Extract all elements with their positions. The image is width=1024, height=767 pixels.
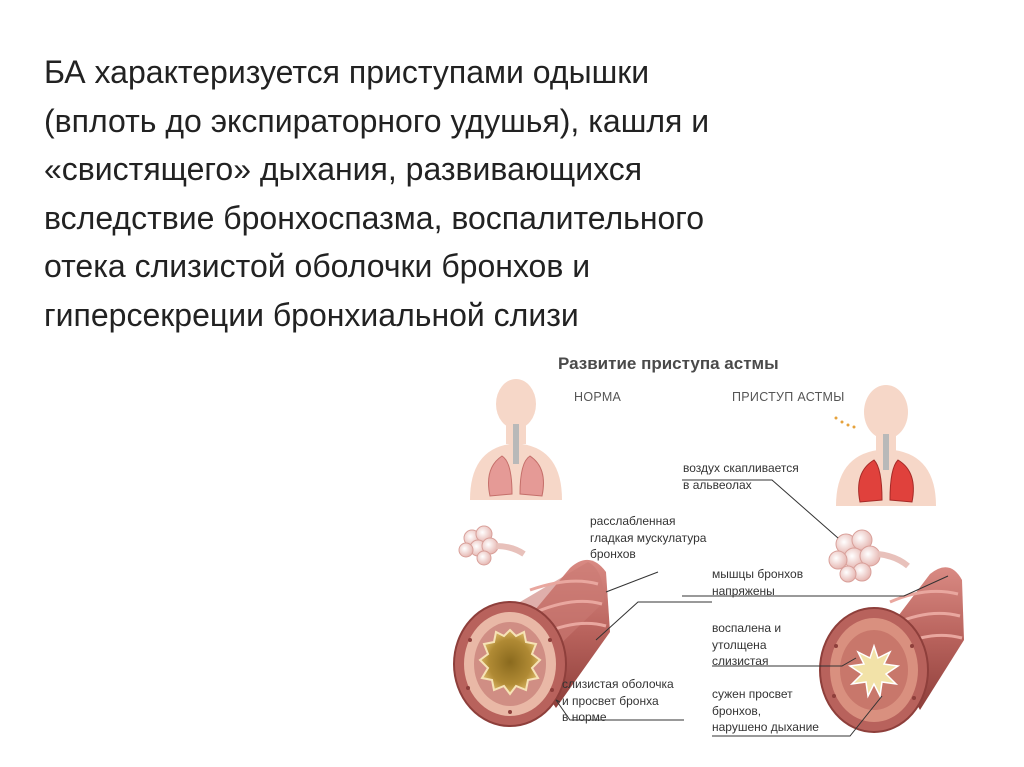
- relaxed-muscle-label: расслабленная гладкая мускулатура бронхо…: [590, 514, 707, 561]
- muscles-tense-label: мышцы бронхов напряжены: [712, 567, 804, 598]
- attack-label: ПРИСТУП АСТМЫ: [732, 390, 845, 404]
- paragraph-line: гиперсекреции бронхиальной слизи: [44, 296, 579, 333]
- illustration-title: Развитие приступа астмы: [558, 354, 779, 373]
- paragraph-line: (вплоть до экспираторного удушья), кашля…: [44, 102, 710, 139]
- asthma-attack-illustration: Развитие приступа астмы НОРМА ПРИСТУП АС…: [450, 340, 1010, 760]
- paragraph-line: отека слизистой оболочки бронхов и: [44, 248, 591, 284]
- paragraph-line: БА характеризуется приступами одышки: [44, 54, 650, 90]
- air-trapped-label: воздух скапливается в альвеолах: [683, 461, 799, 492]
- leader-lines: [555, 479, 949, 737]
- anatomy-drawing: [453, 379, 964, 737]
- normal-person-figure: [470, 379, 562, 500]
- normal-bronchus: [453, 559, 610, 727]
- normal-mucosa-label: слизистая оболочка и просвет бронха в но…: [562, 677, 674, 724]
- attack-alveoli: [828, 529, 910, 583]
- paragraph-line: вследствие бронхоспазма, воспалительного: [44, 199, 705, 236]
- normal-label: НОРМА: [574, 390, 622, 404]
- description-paragraph: БА характеризуется приступами одышки (вп…: [44, 48, 944, 339]
- normal-alveoli: [458, 525, 526, 566]
- paragraph-line: «свистящего» дыхания, развивающихся: [44, 151, 643, 187]
- attack-bronchus: [819, 567, 964, 733]
- narrowed-lumen-label: сужен просвет бронхов, нарушено дыхание: [712, 687, 819, 734]
- attack-person-figure: [834, 385, 936, 506]
- inflamed-mucosa-label: воспалена и утолщена слизистая: [712, 621, 782, 668]
